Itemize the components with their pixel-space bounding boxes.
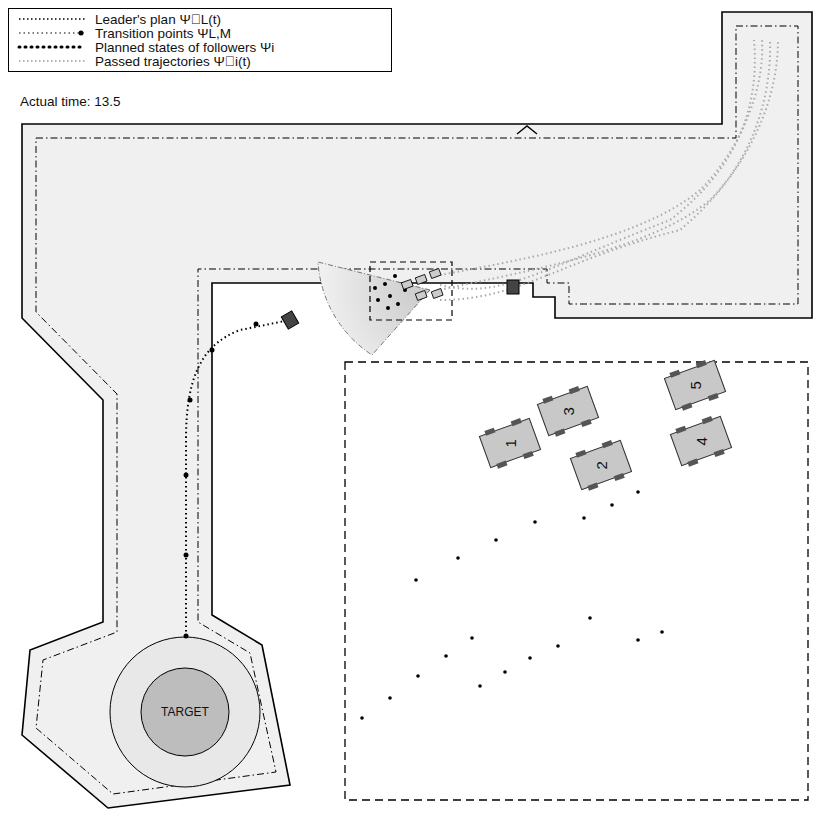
leader-robot — [281, 311, 298, 329]
robot-number: 4 — [693, 437, 710, 445]
follower-robots — [401, 268, 443, 300]
target-circle: TARGET — [141, 668, 229, 756]
legend-entry: Planned states of followers Ψi — [9, 40, 391, 54]
legend-entry: Leader's plan Ψ⃗L(t) — [9, 12, 391, 26]
legend-sample — [17, 14, 87, 24]
legend-entry: Passed trajectories Ψ⃖i(t) — [9, 54, 391, 68]
legend-text: Planned states of followers Ψi — [95, 40, 274, 55]
robot-number: 2 — [593, 461, 610, 469]
planned-states — [373, 274, 407, 310]
target-core — [141, 668, 229, 756]
time-label: Actual time: 13.5 — [20, 94, 121, 109]
legend-sample — [17, 42, 87, 52]
corridor-wall — [22, 12, 812, 808]
leader-plan — [186, 320, 290, 636]
other-robot — [507, 280, 519, 294]
inset-planned-states — [360, 490, 664, 720]
zoom-box — [370, 262, 452, 320]
legend-entry: Transition points ΨL,M — [9, 26, 391, 40]
legend-sample — [17, 56, 87, 66]
robot-number: 1 — [502, 439, 519, 447]
legend-text: Transition points ΨL,M — [95, 26, 231, 41]
target-label: TARGET — [161, 705, 209, 719]
target-zone — [110, 637, 260, 787]
legend-text: Leader's plan Ψ⃗L(t) — [95, 12, 221, 27]
transition-points — [184, 322, 259, 639]
legend-text: Passed trajectories Ψ⃖i(t) — [95, 54, 251, 69]
robot-number: 3 — [560, 407, 577, 415]
wall-mark — [517, 126, 537, 134]
passed-trajectories — [440, 40, 778, 300]
sensor-cone — [318, 262, 430, 355]
legend-box: Leader's plan Ψ⃗L(t)Transition points ΨL… — [8, 8, 392, 72]
legend-sample — [17, 28, 87, 38]
inset-box — [345, 362, 808, 800]
robot-wheel — [696, 360, 707, 368]
robot-number: 5 — [687, 381, 704, 389]
